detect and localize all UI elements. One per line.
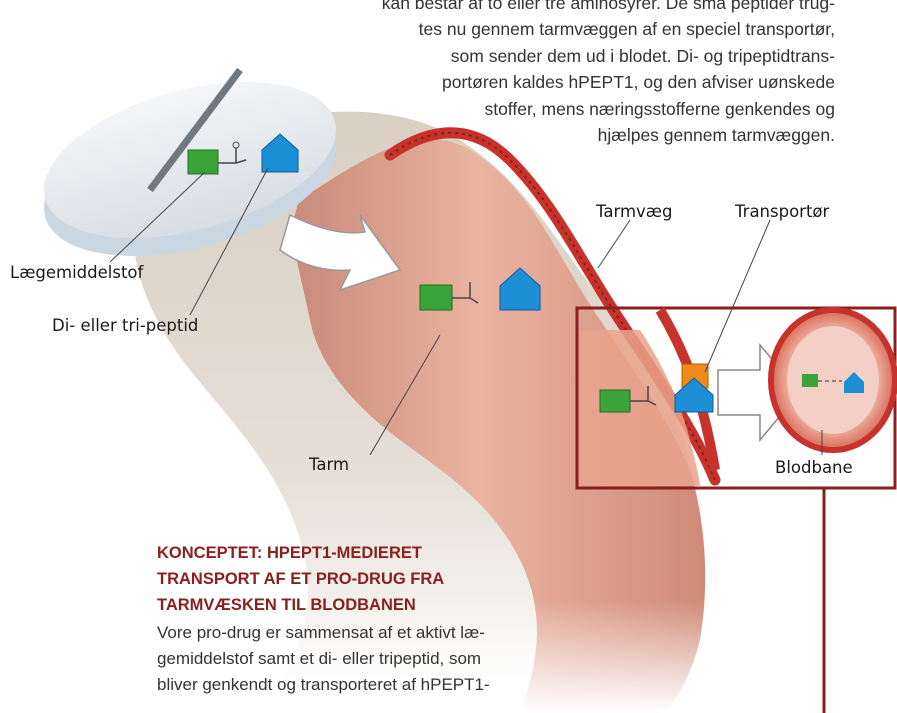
concept-body-line: bliver genkendt og transporteret af hPEP…	[157, 672, 617, 698]
concept-body: Vore pro-drug er sammensat af et aktivt …	[157, 620, 617, 698]
concept-heading: KONCEPTET: HPEPT1-MEDIERET TRANSPORT AF …	[157, 540, 617, 618]
drug-square-zoom	[600, 390, 630, 412]
label-intestinal-wall: Tarmvæg	[596, 202, 672, 221]
intro-line: kan består af to eller tre aminosyrer. D…	[235, 0, 835, 16]
label-transporter: Transportør	[735, 202, 829, 221]
concept-body-line: gemiddelstof samt et di- eller tripeptid…	[157, 646, 617, 672]
label-intestine: Tarm	[309, 455, 349, 474]
label-drug: Lægemiddelstof	[10, 263, 143, 282]
drug-square-tablet	[188, 150, 218, 174]
concept-heading-line: TARMVÆSKEN TIL BLODBANEN	[157, 592, 617, 618]
intro-line: stoffer, mens næringsstofferne genkendes…	[235, 96, 835, 122]
label-bloodstream: Blodbane	[775, 458, 853, 477]
intro-paragraph: kan består af to eller tre aminosyrer. D…	[235, 0, 835, 148]
intro-line: hjælpes gennem tarmvæggen.	[235, 122, 835, 148]
intro-line: portøren kaldes hPEPT1, og den afviser u…	[235, 69, 835, 95]
concept-heading-line: KONCEPTET: HPEPT1-MEDIERET	[157, 540, 617, 566]
intro-line: som sender dem ud i blodet. Di- og tripe…	[235, 43, 835, 69]
label-peptide: Di- eller tri-peptid	[52, 316, 198, 335]
intro-line: tes nu gennem tarmvæggen af en speciel t…	[235, 16, 835, 42]
drug-square-blood	[802, 374, 818, 387]
concept-section: KONCEPTET: HPEPT1-MEDIERET TRANSPORT AF …	[157, 540, 617, 698]
concept-heading-line: TRANSPORT AF ET PRO-DRUG FRA	[157, 566, 617, 592]
concept-body-line: Vore pro-drug er sammensat af et aktivt …	[157, 620, 617, 646]
drug-square-intestine	[420, 285, 452, 310]
